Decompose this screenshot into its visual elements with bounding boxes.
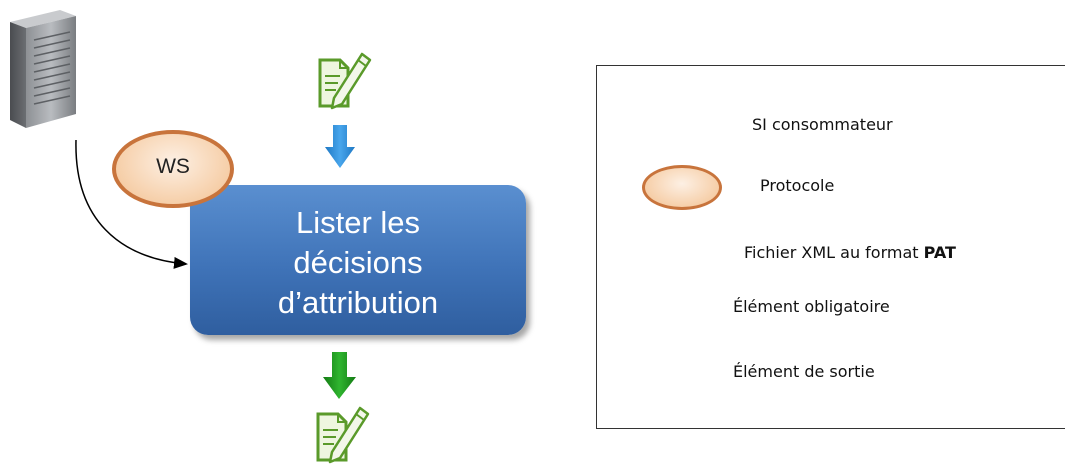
- legend-label-xml-format: PAT: [923, 243, 956, 262]
- connector-arrow: [75, 139, 188, 269]
- input-document-icon: [318, 52, 372, 110]
- protocol-node: WS: [112, 130, 234, 208]
- process-title: Lister les décisions d’attribution: [277, 205, 439, 320]
- legend-label-protocol: Protocole: [760, 176, 835, 195]
- legend-label-mandatory: Élément obligatoire: [733, 297, 890, 316]
- output-document-icon: [316, 406, 370, 464]
- legend-label-output: Élément de sortie: [733, 362, 875, 381]
- legend-label-consumer: SI consommateur: [752, 115, 893, 134]
- process-box: Lister les décisions d’attribution: [190, 185, 526, 335]
- legend-protocol-ellipse-icon: [642, 165, 722, 210]
- legend-label-xml-text: Fichier XML au format: [744, 243, 924, 262]
- output-arrow-icon: [323, 352, 356, 399]
- legend-panel: [596, 65, 1065, 429]
- server-icon: [9, 9, 77, 129]
- legend-label-xml-file: Fichier XML au format PAT: [744, 243, 956, 262]
- protocol-label: WS: [156, 155, 190, 178]
- input-arrow-icon: [325, 125, 355, 168]
